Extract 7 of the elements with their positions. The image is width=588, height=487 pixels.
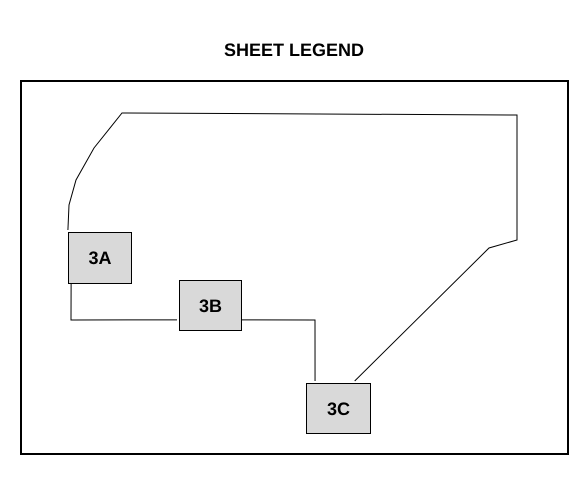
sheet-box: 3B — [179, 280, 242, 331]
diagram-title: SHEET LEGEND — [224, 39, 364, 62]
sheet-box: 3C — [306, 383, 371, 434]
boundary-line — [70, 282, 178, 320]
sheet-box: 3A — [68, 232, 132, 284]
map-frame — [20, 80, 569, 455]
boundary-line — [67, 112, 518, 382]
